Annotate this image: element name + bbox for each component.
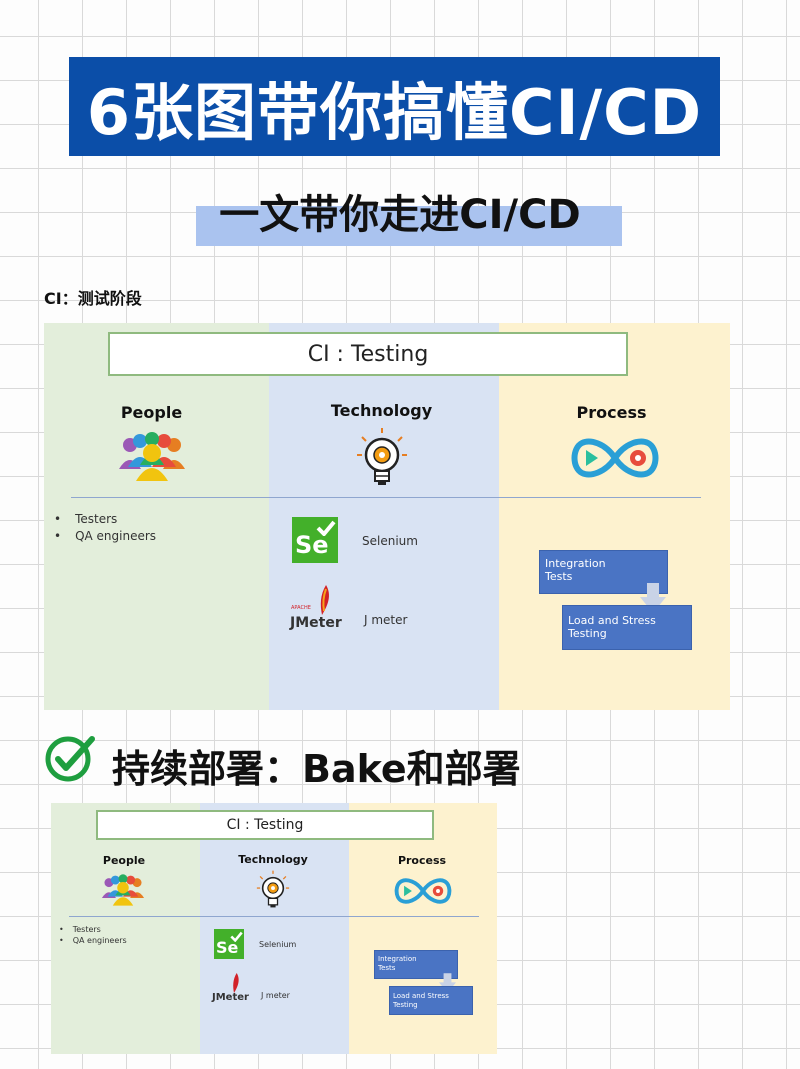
people-heading: People <box>120 403 183 422</box>
page-title: 6张图带你搞懂CI/CD <box>86 75 703 149</box>
jmeter-label: J meter <box>261 991 290 1000</box>
down-arrow-icon <box>439 973 456 993</box>
process-step-text: Load and Stress Testing <box>393 992 449 1009</box>
technology-heading: Technology <box>238 853 308 866</box>
list-item: •QA engineers <box>59 936 127 945</box>
process-column <box>499 323 730 710</box>
selenium-logo: Se <box>292 517 338 563</box>
selenium-logo-text: Se <box>216 938 239 957</box>
slide-divider <box>71 497 701 498</box>
process-heading: Process <box>397 854 447 867</box>
people-group-icon <box>119 432 185 481</box>
process-step-text: Load and Stress Testing <box>568 614 656 640</box>
slide-large: CI : Testing People Technology Process •… <box>44 323 730 710</box>
jmeter-logo-text: JMeter <box>212 992 249 1003</box>
selenium-logo: Se <box>214 929 244 959</box>
jmeter-logo: JMeter <box>211 973 249 1007</box>
technology-column <box>269 323 499 710</box>
process-step-load: Load and Stress Testing <box>562 605 692 650</box>
list-item-text: QA engineers <box>75 529 157 543</box>
lightbulb-gear-icon <box>357 428 407 485</box>
process-step-text: Integration Tests <box>378 955 417 972</box>
jmeter-logo-small: APACHE <box>291 605 311 611</box>
jmeter-logo: APACHE JMeter <box>288 585 344 635</box>
process-step-text: Integration Tests <box>545 557 606 583</box>
selenium-label: Selenium <box>259 940 297 949</box>
process-column <box>349 803 497 1054</box>
list-item-text: Testers <box>72 925 101 934</box>
section-heading: 持续部署：Bake和部署 <box>112 747 521 791</box>
list-item: •Testers <box>54 512 118 526</box>
jmeter-label: J meter <box>364 613 408 627</box>
slide-title: CI : Testing <box>108 332 628 376</box>
slide-title: CI : Testing <box>96 810 434 840</box>
infinity-cycle-icon <box>394 878 452 904</box>
slide-divider <box>69 916 479 917</box>
list-item: •QA engineers <box>54 529 157 543</box>
section-label: CI：测试阶段 <box>44 289 142 308</box>
down-arrow-icon <box>640 583 666 613</box>
infinity-cycle-icon <box>571 438 659 478</box>
subtitle-highlight <box>196 206 622 246</box>
people-heading: People <box>102 854 146 867</box>
lightbulb-gear-icon <box>256 870 290 908</box>
jmeter-logo-text: JMeter <box>290 615 342 631</box>
people-column <box>44 323 269 710</box>
selenium-label: Selenium <box>362 534 418 548</box>
people-column <box>51 803 200 1054</box>
process-step-load: Load and Stress Testing <box>389 986 473 1015</box>
technology-heading: Technology <box>330 401 433 420</box>
slide-title-text: CI : Testing <box>226 817 304 833</box>
slide-small: CI : Testing People Technology Process •… <box>51 803 497 1054</box>
slide-title-text: CI : Testing <box>307 341 429 367</box>
check-circle-icon <box>45 736 95 782</box>
list-item: •Testers <box>59 925 101 934</box>
list-item-text: Testers <box>75 512 118 526</box>
process-step-integration: Integration Tests <box>539 550 668 594</box>
process-heading: Process <box>576 403 647 422</box>
list-item-text: QA engineers <box>72 936 127 945</box>
subtitle: 一文带你走进CI/CD <box>219 192 581 238</box>
title-banner: 6张图带你搞懂CI/CD <box>69 57 720 156</box>
technology-column <box>200 803 349 1054</box>
people-group-icon <box>101 874 145 906</box>
